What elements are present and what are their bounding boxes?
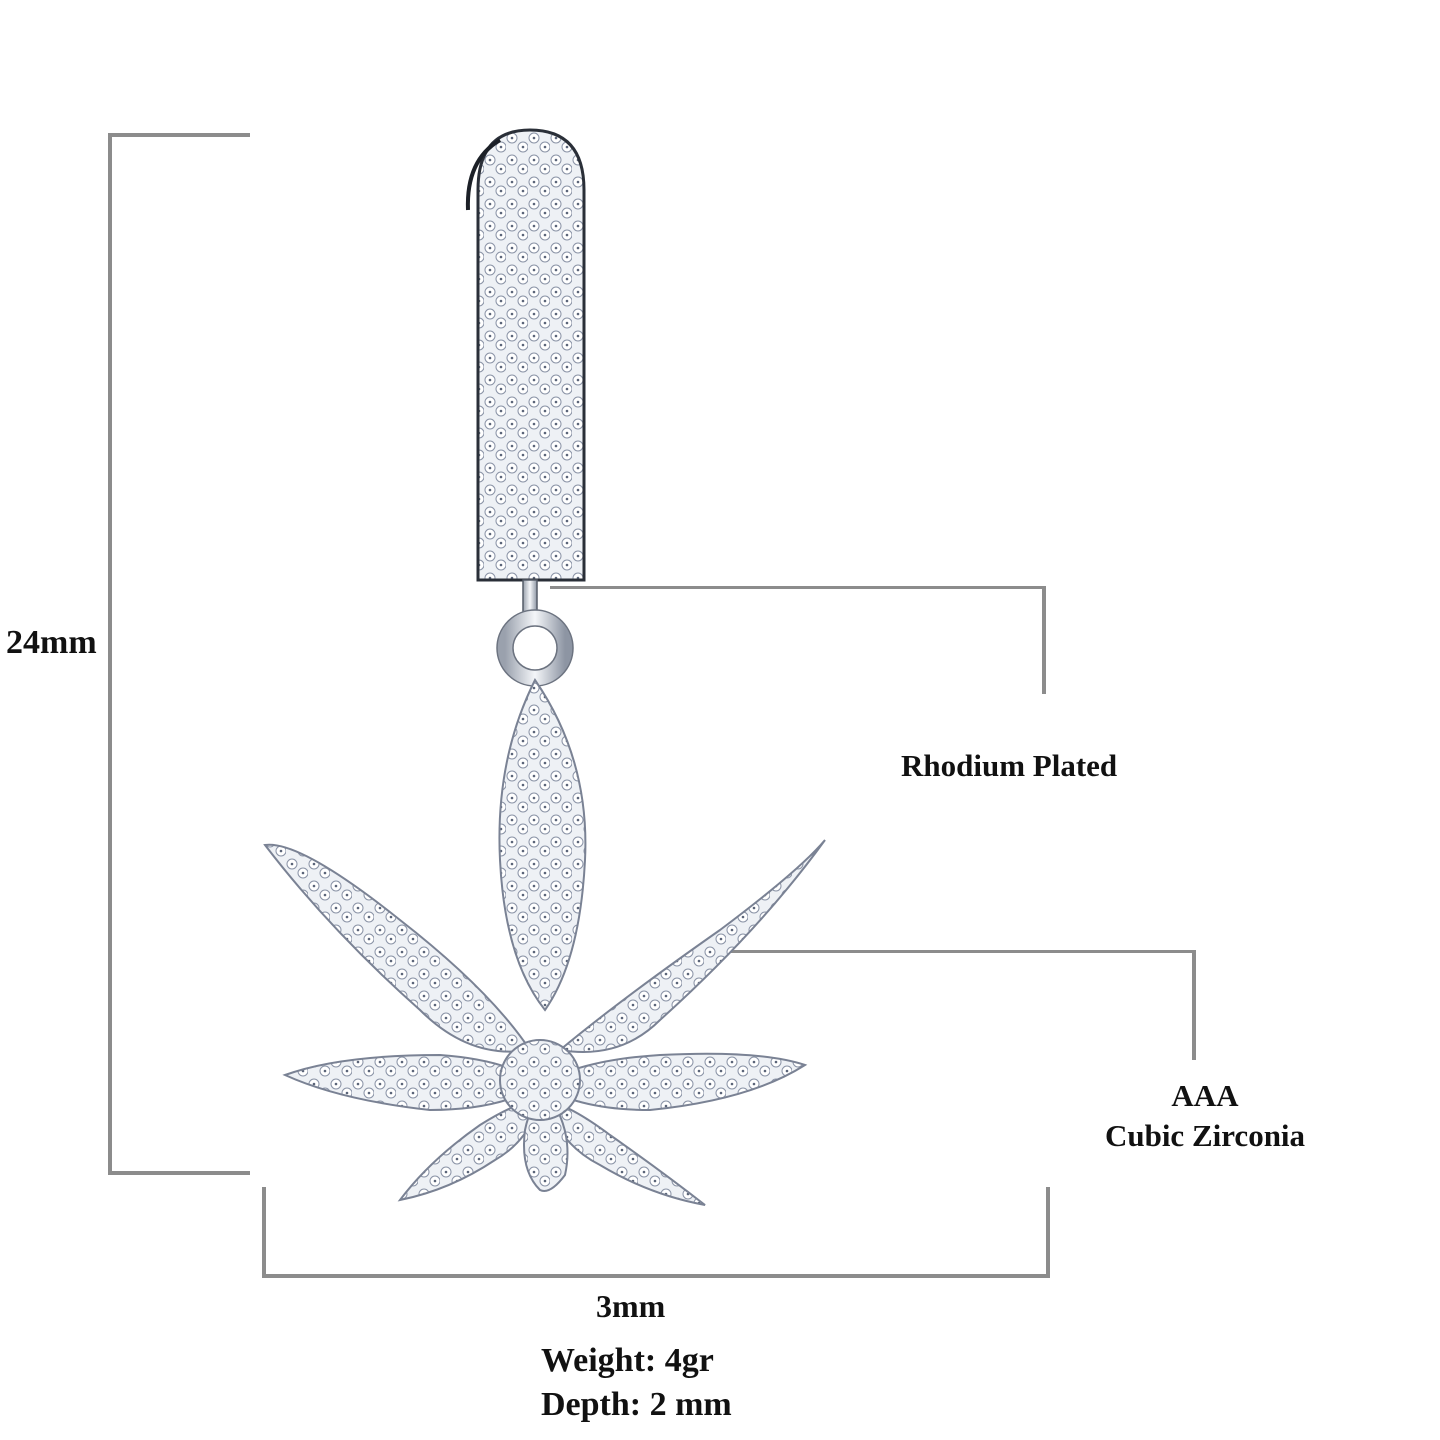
pot-leaf-pendant bbox=[263, 678, 826, 1206]
huggie-hoop bbox=[465, 128, 586, 582]
plating-callout-label: Rhodium Plated bbox=[901, 748, 1118, 783]
height-bracket-bottom bbox=[108, 1171, 250, 1175]
stone-type-label: Cubic Zirconia bbox=[1104, 1118, 1306, 1153]
width-bracket-right bbox=[1046, 1187, 1050, 1278]
stone-callout-vertical bbox=[1192, 950, 1196, 1060]
stone-grade-label: AAA bbox=[1171, 1078, 1239, 1113]
weight-spec: Weight: 4gr bbox=[541, 1342, 714, 1379]
height-bracket-vertical bbox=[108, 133, 112, 1175]
height-bracket-top bbox=[108, 133, 250, 137]
stone-callout-label: AAA Cubic Zirconia bbox=[1090, 1076, 1320, 1156]
width-bracket-left bbox=[262, 1187, 266, 1278]
plating-callout-horizontal bbox=[550, 586, 1046, 589]
width-bracket-horizontal bbox=[262, 1274, 1050, 1278]
height-dimension-label: 24mm bbox=[6, 624, 97, 661]
width-dimension-label: 3mm bbox=[596, 1288, 666, 1324]
bail-connector bbox=[496, 579, 574, 687]
stone-callout-horizontal bbox=[692, 950, 1196, 953]
plating-callout-vertical bbox=[1042, 586, 1046, 694]
depth-spec: Depth: 2 mm bbox=[541, 1386, 732, 1423]
